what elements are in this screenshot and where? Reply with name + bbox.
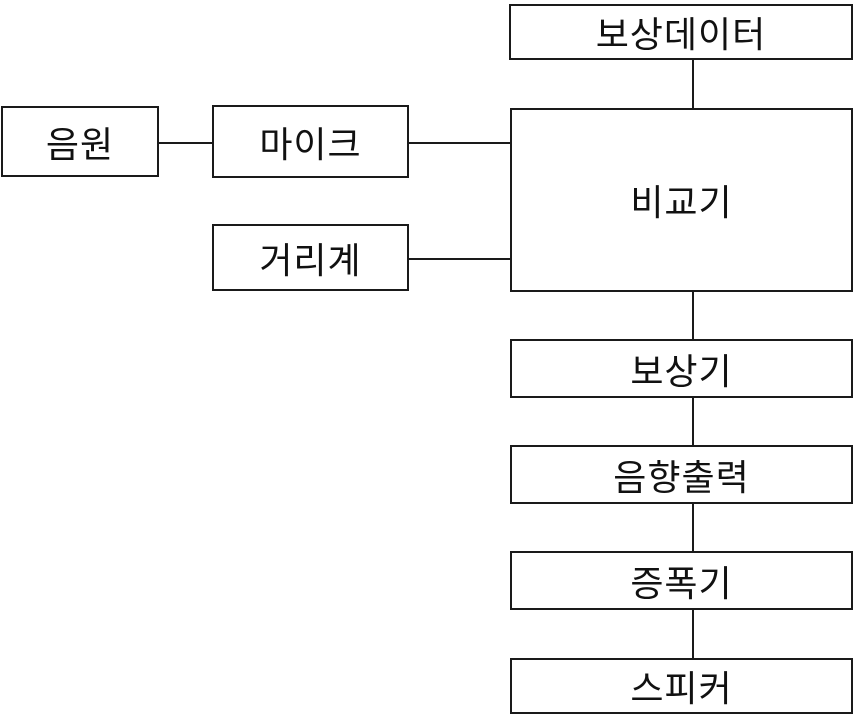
node-compensator: 보상기	[510, 339, 853, 398]
connector-rangefinder-comparator	[409, 258, 510, 260]
connector-sound-output-amplifier	[692, 503, 694, 551]
connector-compensation-data-comparator	[692, 59, 694, 108]
connector-comparator-compensator	[692, 291, 694, 339]
node-comparator: 비교기	[510, 108, 853, 292]
node-microphone: 마이크	[212, 105, 409, 178]
node-compensation-data: 보상데이터	[509, 4, 853, 60]
node-speaker: 스피커	[510, 658, 853, 714]
connector-amplifier-speaker	[692, 609, 694, 658]
node-sound-output: 음향출력	[510, 445, 853, 504]
connector-compensator-sound-output	[692, 397, 694, 445]
connector-microphone-comparator	[409, 142, 510, 144]
node-sound-source: 음원	[1, 106, 159, 177]
node-amplifier: 증폭기	[510, 551, 853, 610]
connector-sound-source-microphone	[159, 142, 212, 144]
node-rangefinder: 거리계	[212, 224, 409, 291]
